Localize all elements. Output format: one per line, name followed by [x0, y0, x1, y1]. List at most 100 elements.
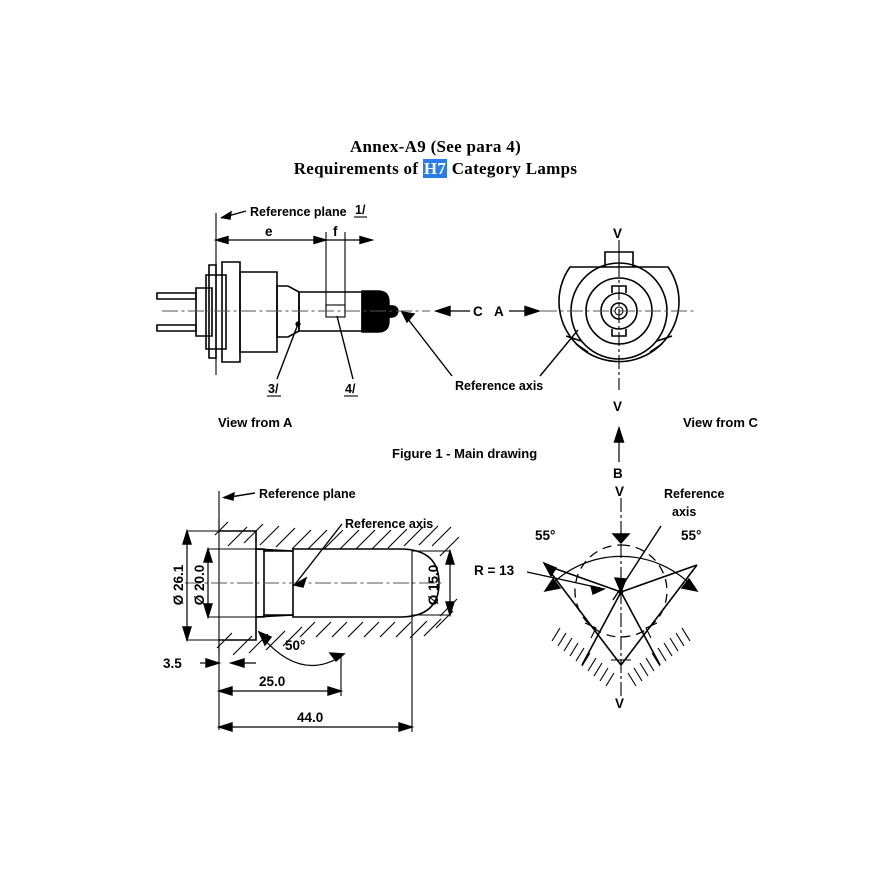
dim-e-arrow-left: [213, 235, 229, 245]
dim-d200-arrow-top: [203, 546, 213, 563]
ray-lower-left: [544, 564, 622, 666]
angle-reference-axis-label-1: Reference: [664, 487, 724, 501]
title-suffix: Category Lamps: [447, 159, 578, 178]
angle-arc-arrow-left: [543, 577, 562, 593]
dim-e-label: e: [265, 224, 273, 239]
title-block: Annex-A9 (See para 4) Requirements of H7…: [0, 136, 871, 180]
section-reference-axis-leader: [295, 523, 343, 584]
angle-figure-group: V V 55° 55° R = 13: [474, 484, 724, 711]
dim-d261-arrow-top: [182, 528, 192, 545]
reference-axis-callout-main: Reference axis: [400, 311, 579, 393]
ray-upper-right: [620, 564, 698, 593]
label-direction-a: A: [494, 304, 504, 319]
dim-f-label: f: [333, 224, 338, 239]
dim-intermediate-length: 25.0: [259, 674, 285, 689]
angle-50-arrow-left: [257, 630, 273, 647]
base-body: [205, 274, 227, 350]
angle-50-arrow-right: [328, 652, 346, 663]
terminal-pin-upper: [156, 292, 197, 300]
footnote-3-dot: [295, 321, 301, 327]
dim-outer-flange-diameter: Ø 26.1: [171, 564, 186, 605]
reference-axis-leader-right: [539, 329, 579, 377]
view-from-c-label: View from C: [683, 415, 759, 430]
dim-e-arrow-right: [313, 235, 329, 245]
reference-axis-arrow-left: [400, 311, 416, 324]
title-line-requirements: Requirements of H7 Category Lamps: [0, 158, 871, 180]
arrow-c-head: [433, 305, 451, 317]
angle-hatching-left: [551, 627, 615, 687]
terminal-pin-lower: [156, 324, 197, 332]
marker-b-arrowhead: [613, 425, 625, 443]
dim-35-arrow-left: [228, 658, 245, 668]
figure-1-caption: Figure 1 - Main drawing: [392, 446, 537, 461]
reference-axis-label-main: Reference axis: [455, 379, 543, 393]
reference-axis-leader-left: [403, 313, 453, 377]
footnote-marker-4: 4/: [345, 382, 356, 396]
ray-inner-left: [581, 591, 622, 666]
reference-plane-arrowhead: [220, 210, 232, 220]
radius-leader-arrow: [590, 585, 607, 595]
dim-d200-arrow-bottom: [203, 603, 213, 620]
angle-arc-arrow-centre-left: [611, 533, 631, 545]
angle-50-arc: [261, 636, 341, 666]
flange-plate: [208, 264, 217, 359]
hatching-upper: [214, 521, 460, 557]
title-line-annex: Annex-A9 (See para 4): [349, 137, 522, 156]
flange-notch-right: [649, 343, 663, 353]
marker-b-label: B: [613, 466, 623, 481]
footnote-4-leader: [336, 315, 354, 380]
section-reference-plane-arrow: [221, 491, 235, 501]
dim-250-arrow-left: [216, 686, 233, 696]
angle-arc: [547, 555, 695, 589]
dim-overall-length: 44.0: [297, 710, 323, 725]
flange-notch-left: [575, 343, 589, 353]
radius-leader: [526, 571, 601, 589]
radius-arrow-outer: [542, 561, 558, 578]
angle-reference-axis-label-2: axis: [672, 505, 696, 519]
ray-lower-right: [620, 564, 698, 666]
dim-440-arrow-right: [398, 722, 415, 732]
title-prefix: Requirements of: [293, 159, 423, 178]
ray-upper-left: [544, 564, 622, 593]
angle-marker-v-bottom: V: [615, 696, 624, 711]
label-direction-c: C: [473, 304, 483, 319]
dim-440-arrow-left: [216, 722, 233, 732]
angle-reference-axis-arrow: [613, 577, 627, 594]
dim-d261-arrow-bottom: [182, 626, 192, 643]
dim-chamfer-angle: 50°: [285, 638, 305, 653]
dim-35-arrow-right: [205, 658, 222, 668]
hatching-lower: [216, 598, 458, 656]
arrow-a-head: [524, 305, 542, 317]
angle-right-label: 55°: [681, 528, 701, 543]
ray-inner-right: [620, 591, 661, 666]
cap-shoulder: [221, 261, 241, 363]
footnote-marker-1: 1/: [355, 203, 366, 217]
axis-direction-arrows: C A: [433, 304, 542, 319]
notch-right-mark: [656, 335, 673, 342]
section-reference-axis-label: Reference axis: [345, 517, 433, 531]
angle-left-label: 55°: [535, 528, 555, 543]
right-angle-mark-right: [645, 622, 658, 639]
view-from-a-label: View from A: [218, 415, 293, 430]
dim-bore-diameter: Ø 20.0: [192, 565, 207, 606]
notch-left-mark: [565, 335, 582, 342]
marker-v-top-c: V: [613, 226, 622, 241]
dim-f-arrow-right: [359, 235, 375, 245]
section-drawing-group: Reference plane: [163, 487, 460, 732]
outer-shell-circle: [558, 266, 680, 363]
footnote-3-leader: [276, 323, 299, 380]
marker-v-bottom-c: V: [613, 399, 622, 414]
chamfer-upper: [255, 548, 294, 552]
lamp-body-cylinder: [239, 271, 278, 353]
dim-flange-thickness: 3.5: [163, 656, 182, 671]
radius-13-circle: [574, 544, 668, 638]
right-angle-mark-left: [584, 622, 597, 639]
view-from-a-group: Reference plane 1/ e f: [156, 203, 430, 430]
footnote-marker-3: 3/: [268, 382, 279, 396]
angle-hatching-right: [627, 627, 691, 687]
reference-plane-label-a: Reference plane: [250, 205, 347, 219]
radius-label: R = 13: [474, 563, 515, 578]
chamfer-lower: [255, 614, 294, 618]
category-highlight: H7: [422, 159, 448, 178]
